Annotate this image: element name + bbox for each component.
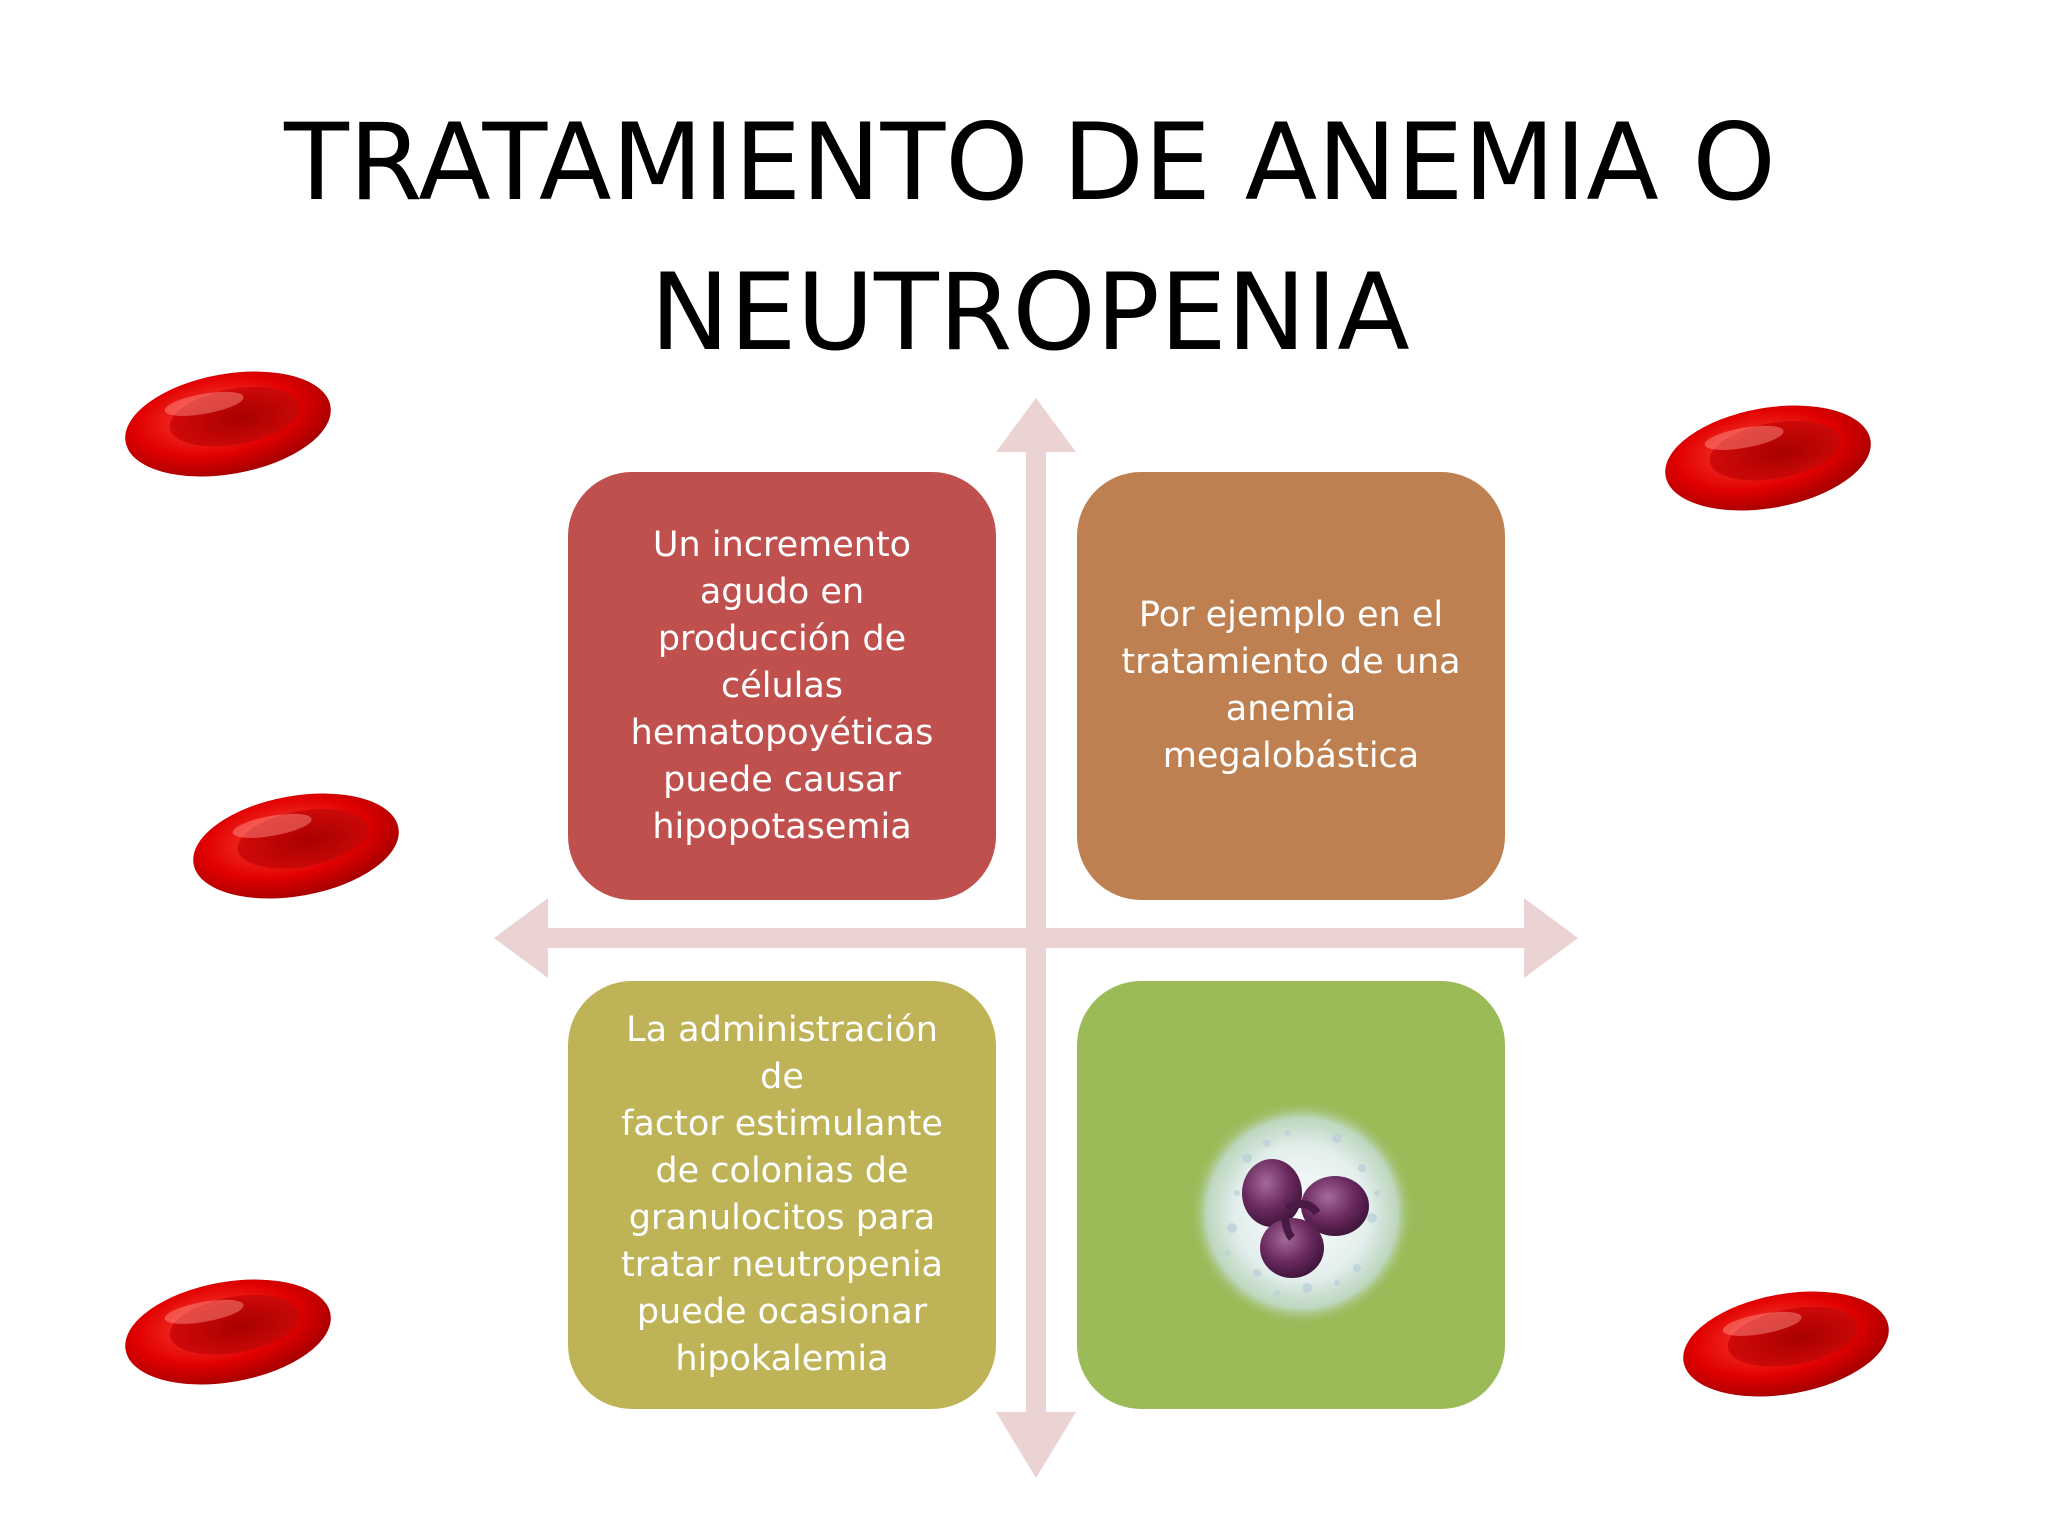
down-arrowhead — [996, 1412, 1076, 1478]
right-arrowhead — [1524, 898, 1578, 978]
card-top-left: Un incremento agudo en producción de cél… — [568, 472, 996, 900]
red-blood-cell-icon — [1683, 1291, 1889, 1397]
neutrophil-cell-image — [1190, 1101, 1414, 1325]
card-top-right-text: Por ejemplo en el tratamiento de una ane… — [1121, 595, 1461, 776]
card-bottom-left: La administración de factor estimulante … — [568, 981, 996, 1409]
title-line-2: NEUTROPENIA — [650, 251, 1410, 374]
left-arrowhead — [494, 898, 548, 978]
red-blood-cell-icon — [125, 371, 331, 477]
card-bottom-left-text: La administración de factor estimulante … — [620, 1010, 943, 1379]
card-top-left-text: Un incremento agudo en producción de cél… — [630, 524, 934, 847]
red-blood-cell-icon — [1665, 405, 1871, 511]
red-blood-cell-icon — [125, 1279, 331, 1385]
up-arrowhead — [996, 398, 1076, 452]
red-blood-cell-icon — [193, 793, 399, 899]
slide-title: TRATAMIENTO DE ANEMIA O NEUTROPENIA — [180, 88, 1880, 388]
horizontal-arrow-shaft — [548, 928, 1524, 948]
card-top-right: Por ejemplo en el tratamiento de una ane… — [1077, 472, 1505, 900]
title-line-1: TRATAMIENTO DE ANEMIA O — [284, 101, 1776, 224]
